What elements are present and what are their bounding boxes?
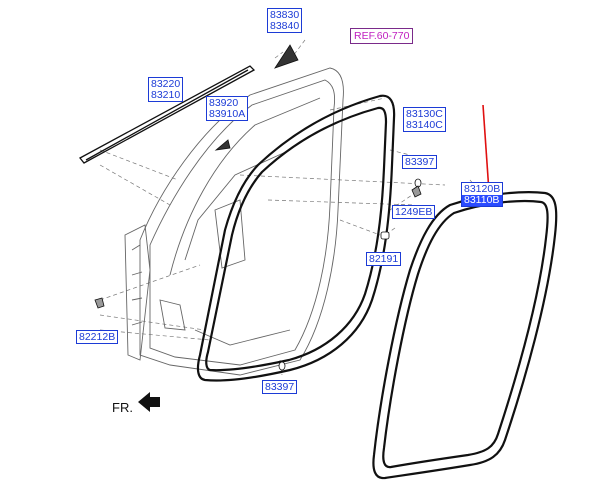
part-label-83120b[interactable]: 83120B 83110B (461, 182, 504, 207)
part-number: 83397 (405, 156, 435, 168)
part-number: 83920 (209, 97, 239, 109)
belt-moulding-strip (79, 65, 256, 164)
front-direction-label: FR. (112, 400, 133, 415)
part-number: 83140C (406, 119, 443, 131)
part-label-1249eb[interactable]: 1249EB (392, 205, 436, 219)
part-number: 82191 (369, 253, 399, 265)
ref-link-60-770[interactable]: REF.60-770 (350, 28, 414, 44)
front-direction-arrow (138, 392, 160, 412)
part-number-highlighted: 83110B (462, 195, 503, 206)
part-number: 83220 (151, 78, 181, 90)
part-number: 1249EB (395, 206, 433, 218)
part-label-83920[interactable]: 83920 83910A (206, 96, 249, 121)
part-number: 83130C (406, 108, 443, 120)
part-label-83397-upper[interactable]: 83397 (402, 155, 438, 169)
door-shell (124, 67, 344, 376)
window-frame-seal (196, 94, 396, 382)
part-number: 83397 (265, 381, 295, 393)
part-number: 82212B (79, 331, 116, 343)
part-label-83220[interactable]: 83220 83210 (148, 77, 184, 102)
delta-trim (214, 44, 299, 151)
part-number: 83830 (270, 9, 300, 21)
part-number: 83840 (270, 20, 300, 32)
part-number: 83120B (464, 183, 501, 195)
part-label-83130c[interactable]: 83130C 83140C (403, 107, 446, 132)
part-number: 83210 (151, 89, 181, 101)
part-label-83830[interactable]: 83830 83840 (267, 8, 303, 33)
part-number: 83910A (209, 108, 246, 120)
part-label-82191[interactable]: 82191 (366, 252, 402, 266)
clip-fasteners (94, 178, 422, 371)
part-label-82212b[interactable]: 82212B (76, 330, 119, 344)
part-label-83397-lower[interactable]: 83397 (262, 380, 298, 394)
body-side-weatherstrip (372, 191, 558, 480)
